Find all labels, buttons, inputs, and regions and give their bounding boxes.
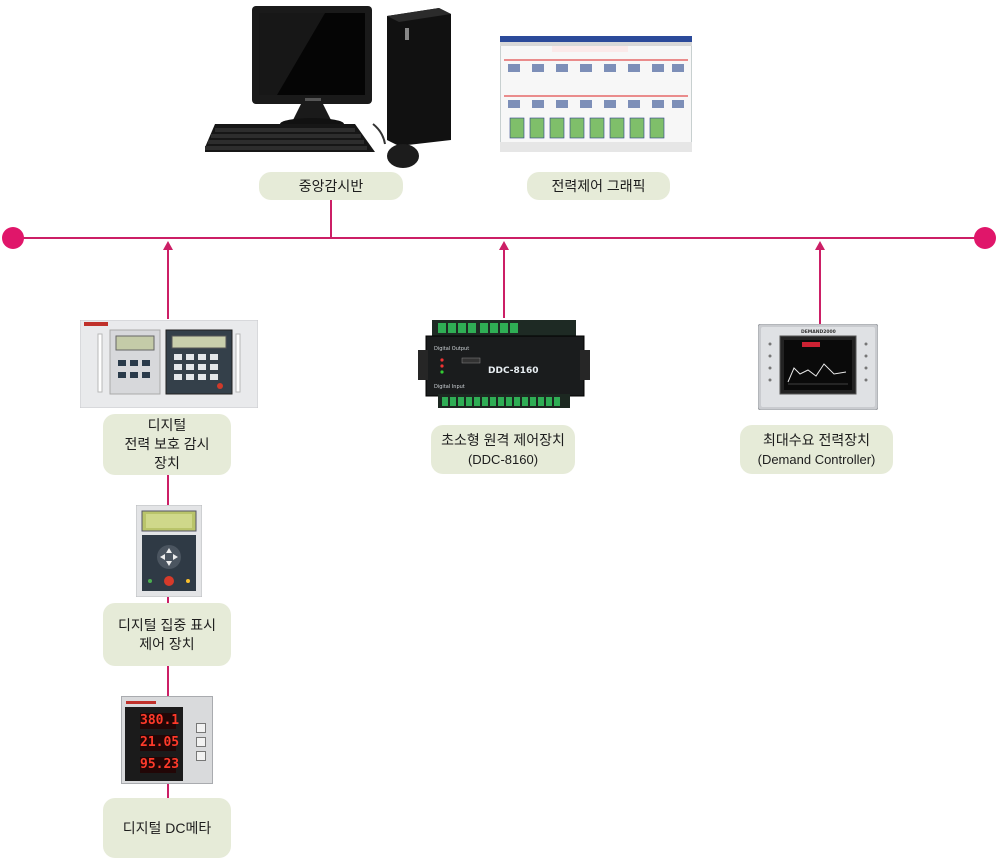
connector-protection <box>167 246 169 319</box>
connector-chain-1 <box>167 475 169 505</box>
connector-chain-3 <box>167 666 169 696</box>
label-protection-line-2: 전력 보호 감시 <box>124 436 210 452</box>
connector-demand <box>819 246 821 324</box>
label-remote-control: 초소형 원격 제어장치 (DDC-8160) <box>431 425 575 474</box>
central-display-device-image <box>136 505 202 597</box>
dc-meter-button-2 <box>196 737 206 747</box>
label-central-display-line-2: 제어 장치 <box>139 635 195 652</box>
label-protection-monitor: 디지털 전력 보호 감시 장치 <box>103 414 231 475</box>
connector-chain-4 <box>167 784 169 798</box>
label-power-graphic: 전력제어 그래픽 <box>527 172 670 200</box>
label-dc-meter: 디지털 DC메타 <box>103 798 231 858</box>
label-protection-line-3: 장치 <box>154 455 180 471</box>
power-graphic-screenshot <box>500 36 692 152</box>
dc-meter-button-1 <box>196 723 206 733</box>
dc-meter-device: 380.1 21.05 95.23 <box>121 696 213 784</box>
arrow-protection <box>163 241 173 250</box>
network-bus-line <box>12 237 987 239</box>
ddc-digital-input-label: Digital Input <box>434 384 465 390</box>
dc-meter-reading-2: 21.05 <box>140 735 180 751</box>
computer-image <box>205 6 451 168</box>
ddc-digital-output-label: Digital Output <box>434 346 469 352</box>
dc-meter-reading-1: 380.1 <box>140 713 180 729</box>
protection-device-image <box>80 320 258 408</box>
ddc-device-image: Digital Output Digital Input DDC-8160 <box>418 320 590 408</box>
label-power-graphic-text: 전력제어 그래픽 <box>551 177 646 194</box>
label-protection-line-1: 디지털 <box>147 417 187 433</box>
label-central-display-line-1: 디지털 집중 표시 <box>118 616 216 633</box>
label-central-display: 디지털 집중 표시 제어 장치 <box>103 603 231 666</box>
label-central-monitor-text: 중앙감시반 <box>298 177 364 194</box>
monitor-connector <box>330 200 332 238</box>
connector-chain-2 <box>167 597 169 603</box>
label-demand-line-2: (Demand Controller) <box>757 451 876 467</box>
arrow-demand <box>815 241 825 250</box>
label-remote-line-2: (DDC-8160) <box>467 451 539 467</box>
demand-controller-image: DEMAND2000 <box>758 324 878 410</box>
arrow-ddc <box>499 241 509 250</box>
label-demand-controller: 최대수요 전력장치 (Demand Controller) <box>740 425 893 474</box>
connector-ddc <box>503 246 505 318</box>
dc-meter-button-3 <box>196 751 206 761</box>
ddc-model-text: DDC-8160 <box>488 366 539 376</box>
label-remote-line-1: 초소형 원격 제어장치 <box>441 431 565 448</box>
label-dc-meter-text: 디지털 DC메타 <box>122 819 212 836</box>
dc-meter-reading-3: 95.23 <box>140 757 180 773</box>
demand-brand-text: DEMAND2000 <box>801 329 836 335</box>
bus-endpoint-right <box>974 227 996 249</box>
dc-meter-brand-strip <box>126 701 156 704</box>
label-demand-line-1: 최대수요 전력장치 <box>763 431 870 448</box>
bus-endpoint-left <box>2 227 24 249</box>
label-central-monitor: 중앙감시반 <box>259 172 403 200</box>
